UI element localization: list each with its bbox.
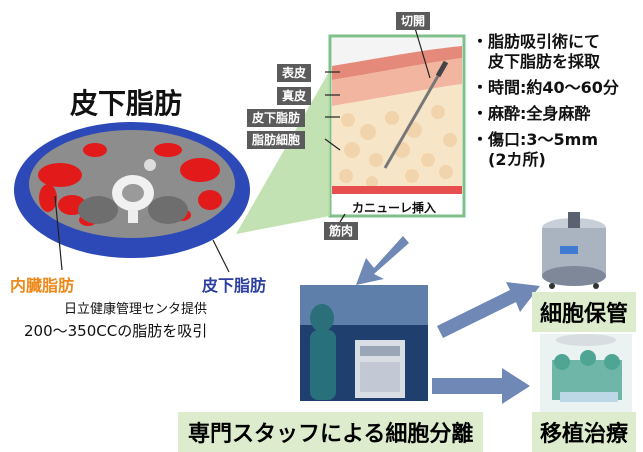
separation-photo — [300, 285, 428, 401]
layer-label-epidermis: 表皮 — [277, 64, 312, 82]
procedure-bullets: ・脂肪吸引術にて 皮下脂肪を採取 ・時間:約40〜60分 ・麻酔:全身麻酔 ・傷… — [472, 32, 619, 170]
arrow-to-storage — [437, 282, 540, 338]
zoom-wedge — [236, 70, 330, 234]
layer-label-subcutaneous-fat: 皮下脂肪 — [247, 109, 306, 127]
ct-title: 皮下脂肪 — [70, 87, 183, 120]
ct-caption: 200〜350CCの脂肪を吸引 — [24, 322, 208, 340]
layer-label-fat-cells: 脂肪細胞 — [247, 131, 306, 149]
muscle-label: 筋肉 — [324, 222, 359, 240]
layer-label-dermis: 真皮 — [277, 87, 312, 105]
ct-scan-image — [14, 122, 250, 258]
bullet-line: ・麻酔:全身麻酔 — [472, 104, 591, 123]
separation-label: 専門スタッフによる細胞分離 — [178, 412, 484, 452]
bullet-line: ・脂肪吸引術にて — [472, 32, 601, 51]
visceral-fat-label: 内臓脂肪 — [10, 276, 75, 295]
arrow-to-transplant — [432, 368, 530, 404]
tissue-cross-section — [328, 34, 466, 218]
transplant-label: 移植治療 — [532, 412, 637, 452]
arrow-to-separation — [356, 236, 409, 285]
surgery-photo — [540, 334, 632, 416]
storage-tank-photo — [542, 212, 606, 289]
incision-label: 切開 — [396, 12, 431, 30]
bullet-line: (2カ所) — [472, 150, 546, 169]
ct-credit: 日立健康管理センタ提供 — [64, 302, 208, 317]
flow-arrows — [356, 236, 540, 404]
cannula-label: カニューレ挿入 — [352, 201, 437, 215]
bullet-line: ・時間:約40〜60分 — [472, 78, 619, 97]
storage-label: 細胞保管 — [532, 292, 637, 332]
bullet-line: ・傷口:3〜5mm — [472, 130, 599, 149]
subcutaneous-fat-label: 皮下脂肪 — [202, 276, 267, 295]
bullet-line: 皮下脂肪を採取 — [472, 52, 601, 71]
